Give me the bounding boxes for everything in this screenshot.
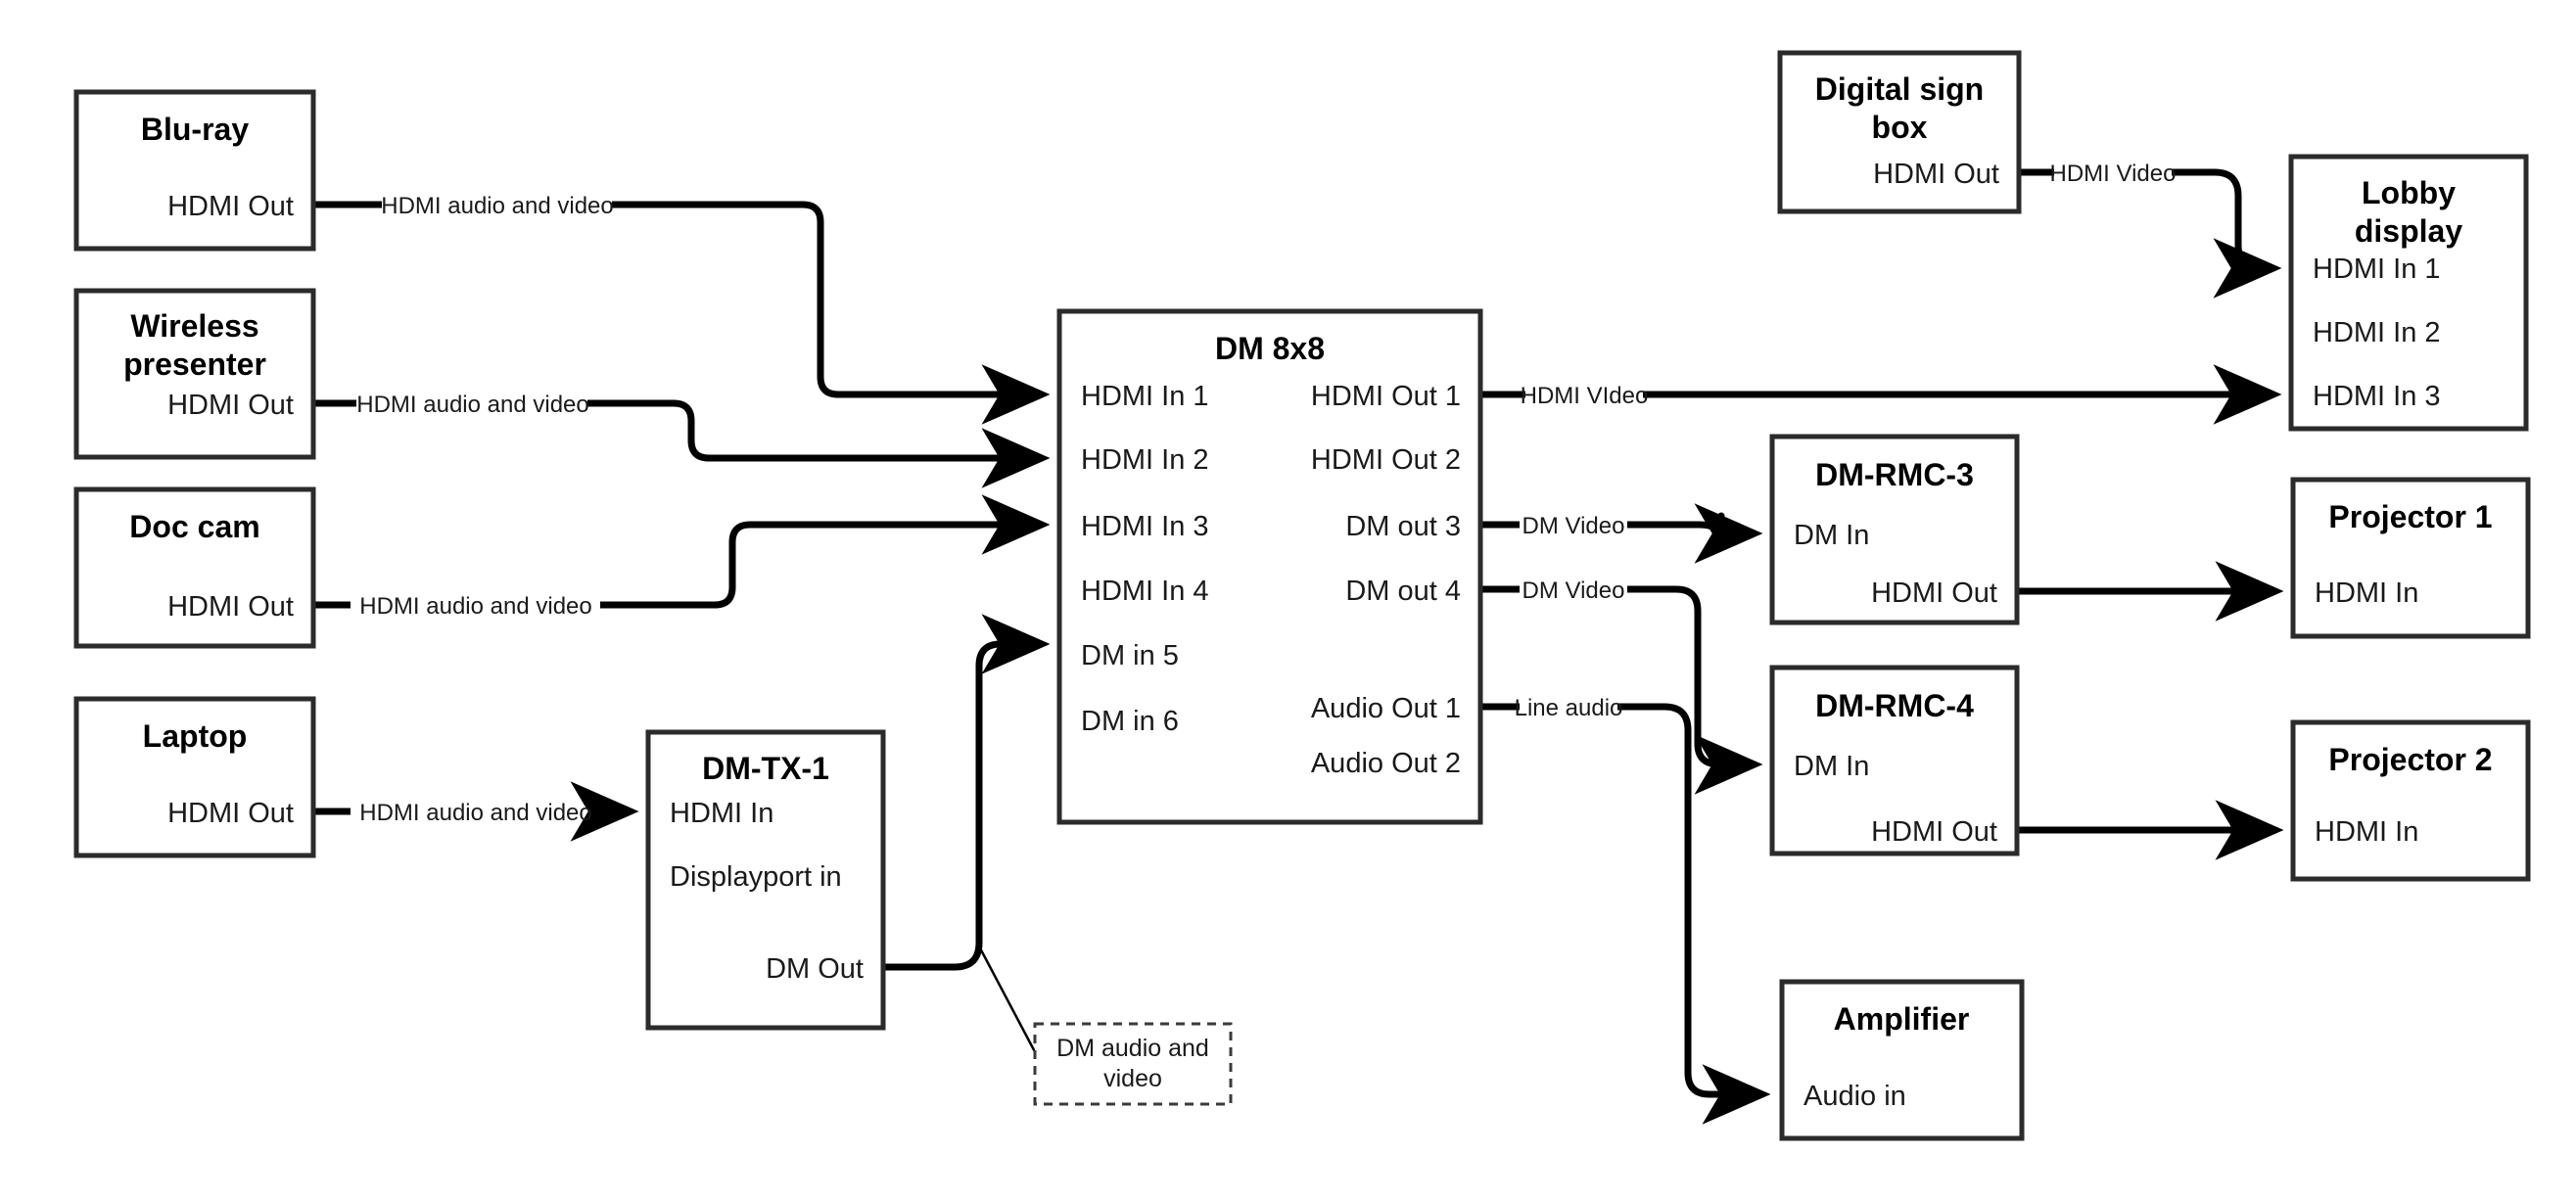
dm-note-box xyxy=(1033,1022,1233,1106)
wire-dm-out4-to-rmc4 xyxy=(1480,585,1763,795)
amplifier-box[interactable] xyxy=(1779,979,2025,1141)
dm-8x8-output-dm-out-4: DM out 4 xyxy=(1345,576,1461,607)
wire-signbox-to-lobby-in1 xyxy=(2019,168,2282,299)
lobby-display-title-line1: Lobby xyxy=(2362,175,2456,210)
dm-8x8-input-hdmi-in-3: HDMI In 3 xyxy=(1081,511,1209,542)
node-digital-sign-box[interactable]: Digital sign box HDMI Out xyxy=(1777,50,2022,214)
wire-wireless-to-dm-in2 xyxy=(313,399,1051,488)
wire-label-audio-out1-line-audio: Line audio xyxy=(1515,695,1623,721)
projector-2-title: Projector 2 xyxy=(2328,742,2492,777)
dm-tx-1-port-dm-out: DM Out xyxy=(766,953,864,985)
node-projector-1[interactable]: Projector 1 HDMI In xyxy=(2290,477,2531,639)
dm-8x8-output-audio-out-2: Audio Out 2 xyxy=(1311,748,1461,779)
bluray-box[interactable] xyxy=(73,89,316,252)
projector-1-title: Projector 1 xyxy=(2328,499,2492,534)
dm-tx-1-title: DM-TX-1 xyxy=(702,751,829,786)
node-dm-rmc-3[interactable]: DM-RMC-3 DM In HDMI Out xyxy=(1769,434,2020,625)
dm-rmc-3-port-hdmi-out: HDMI Out xyxy=(1871,577,1997,609)
projector-1-box[interactable] xyxy=(2290,477,2531,639)
dm-note-line2: video xyxy=(1103,1065,1162,1092)
amplifier-port-audio-in: Audio in xyxy=(1803,1081,1906,1112)
dm-rmc-3-title: DM-RMC-3 xyxy=(1815,457,1974,492)
dm-rmc-4-title: DM-RMC-4 xyxy=(1815,688,1974,723)
projector-2-port-hdmi-in: HDMI In xyxy=(2315,816,2418,848)
wire-label-signbox-hdmi-video: HDMI Video xyxy=(2050,161,2177,187)
digital-sign-box-box[interactable] xyxy=(1777,50,2022,214)
wireless-presenter-port-hdmi-out: HDMI Out xyxy=(167,390,294,421)
wire-dmtx1-to-dm-in5 xyxy=(883,614,1051,971)
node-wireless-presenter[interactable]: Wireless presenter HDMI Out xyxy=(73,288,316,460)
wire-label-dm-out3-dm-video: DM Video xyxy=(1522,513,1625,539)
wire-label-laptop-hdmi-av: HDMI audio and video xyxy=(359,800,591,826)
dm-tx-1-port-hdmi-in: HDMI In xyxy=(670,798,773,829)
laptop-title: Laptop xyxy=(143,718,248,754)
digital-sign-box-title-line1: Digital sign xyxy=(1815,71,1984,107)
digital-sign-box-port-hdmi-out: HDMI Out xyxy=(1873,159,1999,190)
dm-8x8-title: DM 8x8 xyxy=(1215,331,1325,366)
node-dm-8x8[interactable]: DM 8x8 HDMI In 1 HDMI In 2 HDMI In 3 HDM… xyxy=(1056,308,1483,825)
dm-8x8-input-hdmi-in-4: HDMI In 4 xyxy=(1081,576,1209,607)
node-doc-cam[interactable]: Doc cam HDMI Out xyxy=(73,486,316,649)
dm-8x8-box[interactable] xyxy=(1056,308,1483,825)
lobby-display-box[interactable] xyxy=(2288,154,2529,432)
dm-tx-1-port-displayport-in: Displayport in xyxy=(670,861,842,893)
doc-cam-box[interactable] xyxy=(73,486,316,649)
projector-2-box[interactable] xyxy=(2290,719,2531,882)
dm-8x8-output-hdmi-out-2: HDMI Out 2 xyxy=(1311,444,1461,476)
wire-label-wireless-hdmi-av: HDMI audio and video xyxy=(356,392,588,418)
lobby-display-title-line2: display xyxy=(2355,213,2462,249)
lobby-display-port-hdmi-in-2: HDMI In 2 xyxy=(2313,317,2441,348)
wire-bluray-to-dm-in1 xyxy=(313,201,1051,425)
wireless-presenter-title-line2: presenter xyxy=(123,346,266,382)
note-dm-audio-and-video: DM audio and video xyxy=(1033,1022,1233,1106)
digital-sign-box-title-line2: box xyxy=(1872,110,1928,145)
wire-label-bluray-hdmi-av: HDMI audio and video xyxy=(381,193,613,219)
dm-8x8-input-dm-in-5: DM in 5 xyxy=(1081,640,1179,671)
wire-doccam-to-dm-in3 xyxy=(313,494,1051,609)
doc-cam-port-hdmi-out: HDMI Out xyxy=(167,591,294,623)
dm-8x8-input-dm-in-6: DM in 6 xyxy=(1081,706,1179,737)
dm-rmc-4-port-hdmi-out: HDMI Out xyxy=(1871,816,1997,848)
wire-callout-leader xyxy=(975,942,1043,1064)
wire-label-dm-out1-hdmi-video: HDMI VIdeo xyxy=(1521,383,1649,409)
lobby-display-port-hdmi-in-3: HDMI In 3 xyxy=(2313,381,2441,412)
lobby-display-port-hdmi-in-1: HDMI In 1 xyxy=(2313,254,2441,285)
projector-1-port-hdmi-in: HDMI In xyxy=(2315,577,2418,609)
bluray-title: Blu-ray xyxy=(141,112,249,147)
dm-tx-1-box[interactable] xyxy=(645,729,886,1031)
node-amplifier[interactable]: Amplifier Audio in xyxy=(1779,979,2025,1141)
dm-rmc-4-box[interactable] xyxy=(1769,665,2020,856)
amplifier-title: Amplifier xyxy=(1834,1001,1970,1037)
dm-8x8-output-dm-out-3: DM out 3 xyxy=(1345,511,1461,542)
dm-8x8-input-hdmi-in-2: HDMI In 2 xyxy=(1081,444,1209,476)
dm-rmc-3-box[interactable] xyxy=(1769,434,2020,625)
wireless-presenter-box[interactable] xyxy=(73,288,316,460)
node-laptop[interactable]: Laptop HDMI Out xyxy=(73,696,316,858)
node-dm-tx-1[interactable]: DM-TX-1 HDMI In Displayport in DM Out xyxy=(645,729,886,1031)
wire-label-doccam-hdmi-av: HDMI audio and video xyxy=(359,593,591,620)
node-dm-rmc-4[interactable]: DM-RMC-4 DM In HDMI Out xyxy=(1769,665,2020,856)
wire-dm-out3-to-rmc3 xyxy=(1480,503,1763,564)
dm-rmc-4-port-dm-in: DM In xyxy=(1794,751,1869,782)
wire-dm-audio1-to-amp xyxy=(1480,703,1771,1125)
dm-note-line1: DM audio and xyxy=(1056,1035,1209,1062)
dm-8x8-input-hdmi-in-1: HDMI In 1 xyxy=(1081,381,1209,412)
dm-rmc-3-port-dm-in: DM In xyxy=(1794,520,1869,551)
laptop-box[interactable] xyxy=(73,696,316,858)
dm-8x8-output-audio-out-1: Audio Out 1 xyxy=(1311,693,1461,724)
node-lobby-display[interactable]: Lobby display HDMI In 1 HDMI In 2 HDMI I… xyxy=(2288,154,2529,432)
dm-8x8-output-hdmi-out-1: HDMI Out 1 xyxy=(1311,381,1461,412)
node-projector-2[interactable]: Projector 2 HDMI In xyxy=(2290,719,2531,882)
wireless-presenter-title-line1: Wireless xyxy=(130,308,258,344)
node-bluray[interactable]: Blu-ray HDMI Out xyxy=(73,89,316,252)
bluray-port-hdmi-out: HDMI Out xyxy=(167,191,294,222)
wire-label-dm-out4-dm-video: DM Video xyxy=(1522,577,1625,604)
laptop-port-hdmi-out: HDMI Out xyxy=(167,798,294,829)
doc-cam-title: Doc cam xyxy=(129,509,259,544)
